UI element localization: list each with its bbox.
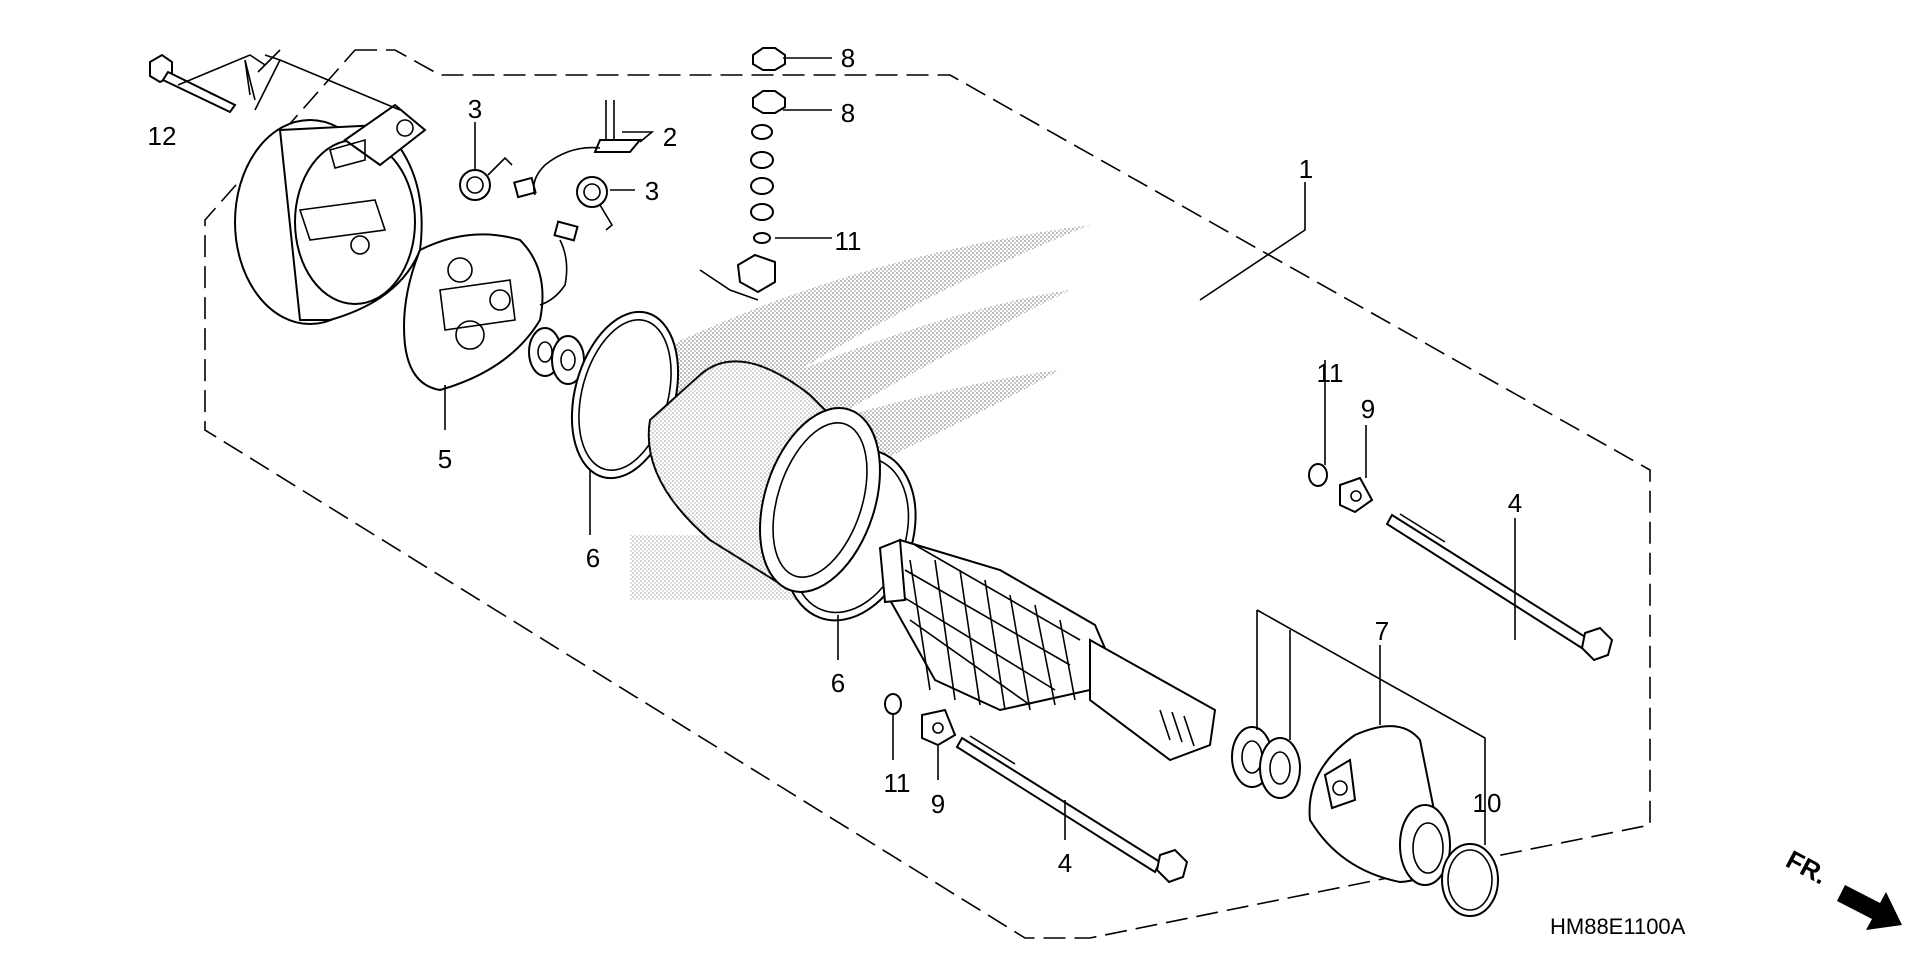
rear-cover [234, 103, 427, 325]
through-bolt-lower [955, 735, 1189, 884]
assembly-boundary [204, 49, 1651, 939]
insulator-washer-lower [921, 708, 957, 747]
callout-9-lower: 9 [931, 789, 945, 819]
o-ring-front-cover [1441, 843, 1499, 917]
brush-spring-right [576, 176, 614, 231]
washer-pair-front [1231, 726, 1301, 799]
callout-4-lower: 4 [1058, 848, 1072, 878]
bolt-12 [149, 53, 237, 114]
callout-9-upper: 9 [1361, 394, 1375, 424]
brush-holder-plate [403, 233, 544, 392]
front-direction-indicator: FR. [1781, 844, 1902, 930]
terminal-hardware-stack [699, 47, 786, 301]
leader-lines [177, 49, 1516, 845]
callout-1: 1 [1299, 154, 1313, 184]
callout-7: 7 [1375, 616, 1389, 646]
yoke [647, 360, 882, 593]
insulator-washer-upper [1339, 476, 1374, 514]
front-arrow-icon [1837, 885, 1902, 930]
callout-10: 10 [1473, 788, 1502, 818]
drawing-code: HM88E1100A [1550, 914, 1686, 939]
callout-6-lower: 6 [831, 668, 845, 698]
callout-11-stack: 11 [835, 226, 862, 256]
lock-washer-lower [884, 693, 902, 715]
callout-3-left: 3 [468, 94, 482, 124]
callout-5: 5 [438, 444, 452, 474]
armature [878, 538, 1217, 762]
front-label: FR. [1781, 844, 1832, 890]
callout-12: 12 [148, 121, 177, 151]
callout-11-upper: 11 [1317, 358, 1344, 388]
callout-6-upper: 6 [586, 543, 600, 573]
callout-4-upper: 4 [1508, 488, 1522, 518]
through-bolt-upper [1385, 513, 1614, 662]
callout-8-lower: 8 [841, 98, 855, 128]
washer-pair-rear [528, 327, 585, 385]
terminal-brush-wire [532, 100, 643, 306]
brush-spring-left [459, 156, 513, 201]
brushes [513, 176, 579, 242]
callout-8-upper: 8 [841, 43, 855, 73]
callout-3-right: 3 [645, 176, 659, 206]
front-cover [1308, 725, 1451, 886]
lock-washer-upper [1308, 463, 1328, 487]
callout-2: 2 [663, 122, 677, 152]
callout-11-lower: 11 [884, 768, 911, 798]
